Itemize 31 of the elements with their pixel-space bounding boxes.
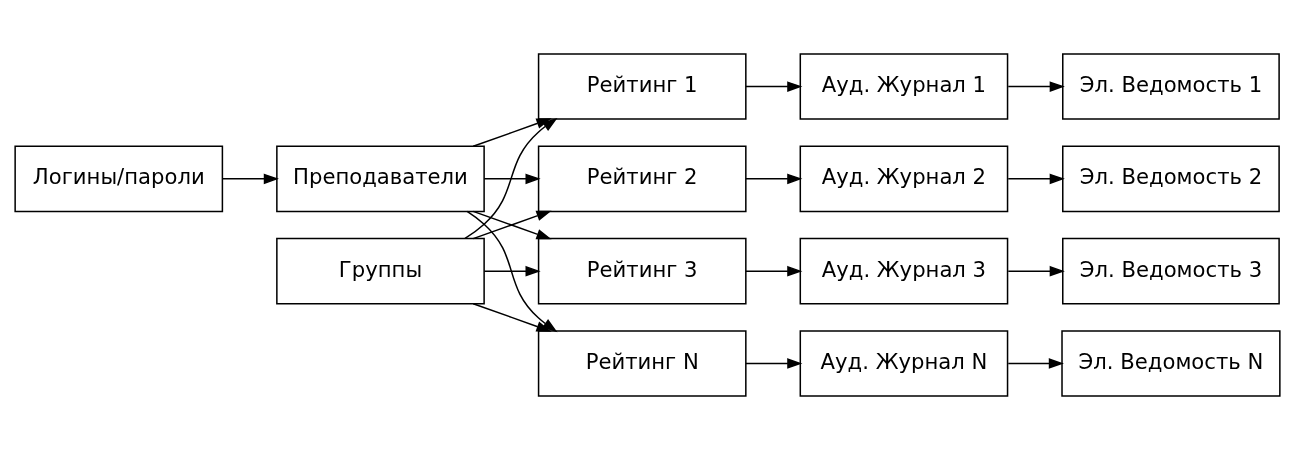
arrow: [472, 210, 552, 240]
arrow: [472, 118, 552, 148]
node-box: Рейтинг 2: [537, 145, 747, 213]
arrow: [483, 265, 541, 277]
arrow: [1007, 358, 1064, 369]
arrow: [472, 302, 552, 332]
arrow: [745, 173, 803, 185]
arrow: [221, 173, 279, 185]
node-box: Ауд. Журнал 3: [799, 237, 1009, 305]
node-box: Рейтинг 3: [537, 237, 747, 305]
node-box: Логины/пароли: [14, 145, 224, 213]
node-box: Эл. Ведомость 2: [1062, 145, 1280, 213]
arrow: [464, 117, 558, 240]
node-box: Ауд. Журнал 2: [799, 145, 1009, 213]
node-box: Эл. Ведомость N: [1061, 330, 1281, 397]
node-box: Преподаватели: [276, 145, 485, 213]
arrow: [745, 265, 803, 277]
node-box: Эл. Ведомость 3: [1062, 237, 1280, 305]
arrow: [466, 210, 558, 333]
arrow: [745, 358, 803, 369]
arrow: [1007, 81, 1065, 92]
arrow: [483, 173, 541, 185]
node-box: Ауд. Журнал N: [799, 330, 1009, 397]
node-box: Рейтинг 1: [537, 53, 747, 120]
arrow: [1007, 265, 1065, 277]
node-box: Рейтинг N: [537, 330, 747, 397]
arrow: [1007, 173, 1065, 185]
node-box: Эл. Ведомость 1: [1062, 53, 1280, 120]
node-box: Ауд. Журнал 1: [799, 53, 1009, 120]
arrow: [745, 81, 803, 92]
node-box: Группы: [276, 237, 485, 305]
